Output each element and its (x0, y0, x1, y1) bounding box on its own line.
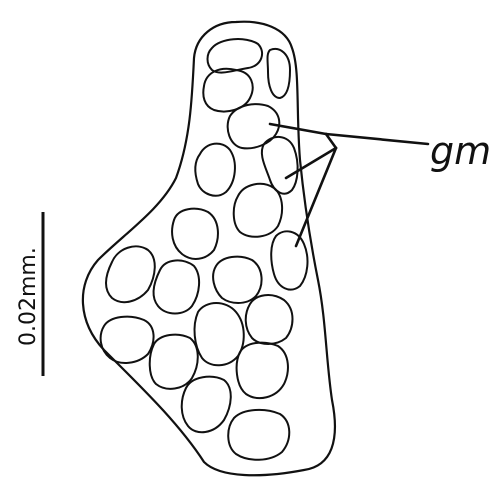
granule (237, 343, 288, 398)
cell-outline (83, 22, 335, 476)
leader-line (296, 148, 336, 246)
gm-label: gm (430, 129, 491, 173)
scale-label: 0.02mm. (16, 247, 41, 346)
granule (101, 317, 154, 363)
granule (271, 231, 307, 289)
granule (228, 410, 289, 460)
granule (182, 377, 231, 433)
granule (234, 184, 282, 237)
granule (150, 335, 198, 389)
granule (208, 39, 263, 73)
granule (195, 144, 235, 196)
granules (101, 39, 308, 460)
granule (172, 209, 218, 259)
gm-leader-lines (270, 124, 428, 246)
granule (246, 295, 293, 344)
granule (213, 257, 261, 303)
granule (154, 260, 200, 313)
granule (106, 246, 155, 302)
granule (268, 49, 291, 98)
granule (195, 303, 244, 365)
granule (228, 104, 280, 148)
leader-line (326, 134, 428, 144)
